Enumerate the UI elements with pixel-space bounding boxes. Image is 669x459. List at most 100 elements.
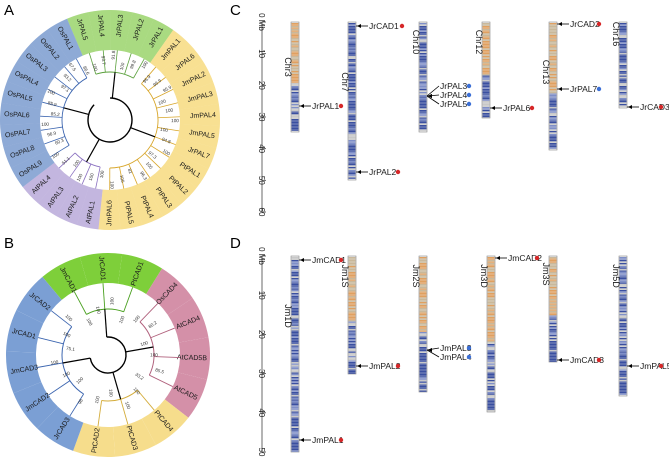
band [348, 351, 356, 353]
band [549, 339, 557, 341]
bootstrap-value: 100 [140, 60, 149, 70]
band [291, 267, 299, 269]
band [549, 317, 557, 319]
band [549, 110, 557, 112]
bootstrap-value: 85.2 [51, 111, 61, 117]
band [487, 333, 495, 335]
band [549, 267, 557, 269]
band [487, 387, 495, 389]
band [549, 333, 557, 335]
band [619, 356, 627, 358]
leaf-sector [13, 381, 58, 429]
branch [59, 106, 64, 109]
gene-dot [466, 101, 472, 107]
band [419, 288, 427, 290]
chromosome-name: Chr3 [283, 57, 293, 77]
band [549, 36, 557, 38]
band [419, 128, 427, 130]
band [291, 62, 299, 64]
band [549, 315, 557, 317]
band [419, 381, 427, 383]
band [549, 288, 557, 290]
band [482, 89, 490, 91]
bootstrap-value: 100 [88, 172, 95, 181]
band [348, 362, 356, 364]
branch [48, 380, 71, 396]
arrow-head [628, 364, 632, 368]
band [549, 282, 557, 284]
band [291, 74, 299, 76]
band [291, 23, 299, 25]
bootstrap-value: 60.3 [54, 137, 65, 145]
leaf-sector [146, 268, 193, 315]
band [549, 344, 557, 346]
leaf-label: JrPAL4 [96, 14, 105, 37]
chromosome-name: Jm1D [283, 304, 293, 328]
band [291, 351, 299, 353]
band [549, 32, 557, 34]
band [291, 326, 299, 328]
band [419, 335, 427, 337]
band [419, 302, 427, 304]
band [482, 63, 490, 65]
band [419, 98, 427, 100]
band [549, 270, 557, 272]
band [419, 378, 427, 380]
band [482, 78, 490, 80]
band [487, 294, 495, 296]
branch [136, 159, 140, 164]
band [482, 45, 490, 47]
band [348, 155, 356, 157]
band [348, 329, 356, 331]
band [619, 327, 627, 329]
band [291, 296, 299, 298]
band [348, 314, 356, 316]
band [419, 87, 427, 89]
bootstrap-value: 96.3 [139, 171, 148, 182]
band [549, 123, 557, 125]
band [348, 275, 356, 277]
band [619, 98, 627, 100]
gene-dot [338, 103, 344, 109]
band [549, 312, 557, 314]
band [348, 261, 356, 263]
leaf-label: JmPAL6 [106, 200, 113, 226]
band [549, 342, 557, 344]
band [348, 366, 356, 368]
band [419, 305, 427, 307]
bootstrap-value: 100 [119, 175, 125, 184]
band [348, 297, 356, 299]
band [619, 339, 627, 341]
band [348, 129, 356, 131]
band [291, 446, 299, 448]
band [291, 341, 299, 343]
branch [150, 145, 163, 154]
bootstrap-value: 94.8 [161, 137, 172, 145]
band [487, 317, 495, 319]
band [291, 89, 299, 91]
band [549, 284, 557, 286]
band [419, 96, 427, 98]
band [291, 323, 299, 325]
band [348, 173, 356, 175]
branch [58, 162, 66, 169]
band [348, 83, 356, 85]
band [291, 399, 299, 401]
band [419, 276, 427, 278]
band [348, 105, 356, 107]
band [348, 150, 356, 152]
band [291, 335, 299, 337]
band [419, 279, 427, 281]
band [348, 81, 356, 83]
band [619, 293, 627, 295]
band [291, 410, 299, 412]
band [419, 318, 427, 320]
band [291, 348, 299, 350]
band [619, 257, 627, 259]
band [549, 360, 557, 362]
band [291, 383, 299, 385]
band [291, 314, 299, 316]
band [549, 74, 557, 76]
band [549, 261, 557, 263]
band [419, 323, 427, 325]
